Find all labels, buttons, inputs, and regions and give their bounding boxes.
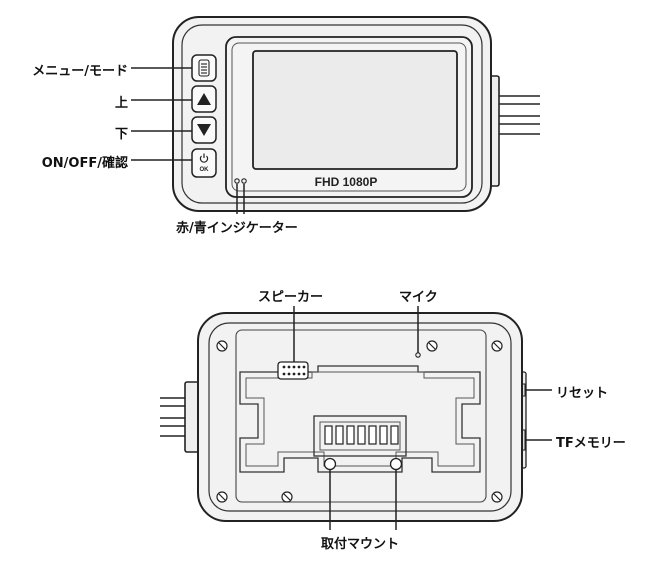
back-body-inner [208,322,512,512]
menu-mode-button[interactable] [191,54,217,82]
arrow-down-icon [197,124,211,136]
mount-label: 取付マウント [321,537,400,552]
front-body-inner [181,24,483,204]
arrow-up-icon [197,93,211,105]
power-ok-button[interactable]: OK [191,148,217,178]
down-button[interactable] [191,116,217,144]
tf-memory-label: TFメモリー [556,436,626,451]
screen-label: FHD 1080P [315,175,378,189]
front-callout-lines [131,67,245,214]
back-callout-lines [293,306,552,530]
indicator-label: 赤/青インジケーター [176,221,298,236]
reset-label: リセット [556,386,609,401]
screw-icons [216,340,503,503]
power-icon [199,153,209,163]
back-view [160,306,552,530]
mount-hole-left-icon [323,457,337,471]
blue-led-icon [241,178,247,184]
ok-button-label: OK [200,167,210,173]
speaker-label: スピーカー [258,290,324,305]
menu-mode-label: メニュー/モード [32,64,128,79]
speaker-grill-icon [277,361,309,380]
up-button[interactable] [191,85,217,113]
front-view: FHD 1080P OK [131,16,540,214]
screen [252,50,458,170]
mount-plate [313,415,407,457]
back-body-outer [197,312,523,522]
down-label: 下 [114,127,128,142]
menu-icon [198,59,210,77]
mount-hole-right-icon [389,457,403,471]
back-cables [160,381,200,453]
red-led-icon [234,178,240,184]
front-cables [486,75,540,187]
up-label: 上 [114,96,128,111]
power-confirm-label: ON/OFF/確認 [41,156,128,171]
mic-label: マイク [399,290,438,305]
